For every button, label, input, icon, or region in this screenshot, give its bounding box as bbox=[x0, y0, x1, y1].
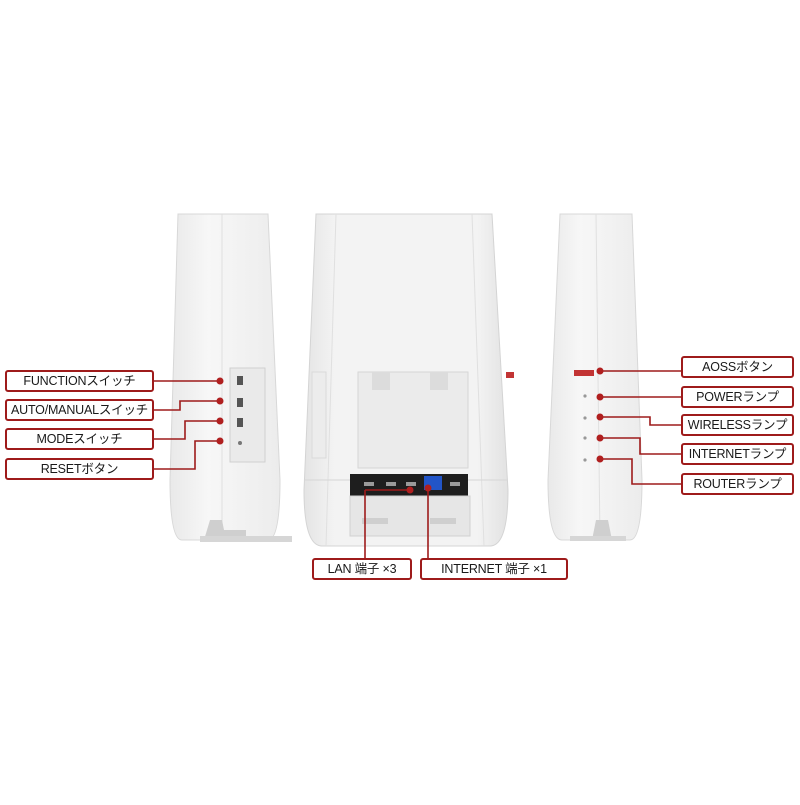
router-left-side-view bbox=[169, 213, 292, 542]
callout-reset-button: RESETボタン bbox=[5, 458, 154, 480]
leader-router bbox=[600, 458, 681, 485]
leader-mode bbox=[154, 420, 220, 440]
callout-power-lamp: POWERランプ bbox=[681, 386, 794, 408]
router-right-side-view bbox=[547, 213, 643, 541]
callout-aoss-button: AOSSボタン bbox=[681, 356, 794, 378]
callout-function-switch: FUNCTIONスイッチ bbox=[5, 370, 154, 392]
callout-internet-lamp: INTERNETランプ bbox=[681, 443, 794, 465]
callout-router-lamp: ROUTERランプ bbox=[681, 473, 794, 495]
callout-lan-ports: LAN 端子 ×3 bbox=[312, 558, 412, 580]
leader-internet bbox=[600, 437, 681, 455]
marker-dots bbox=[216, 367, 604, 494]
leader-reset bbox=[154, 440, 220, 470]
callout-internet-port: INTERNET 端子 ×1 bbox=[420, 558, 568, 580]
leader-auto-manual bbox=[154, 400, 220, 411]
callout-mode-switch: MODEスイッチ bbox=[5, 428, 154, 450]
leader-lines bbox=[154, 370, 681, 558]
leader-wireless bbox=[600, 416, 681, 426]
router-front-view bbox=[303, 213, 514, 547]
callout-wireless-lamp: WIRELESSランプ bbox=[681, 414, 794, 436]
callout-auto-manual-switch: AUTO/MANUALスイッチ bbox=[5, 399, 154, 421]
